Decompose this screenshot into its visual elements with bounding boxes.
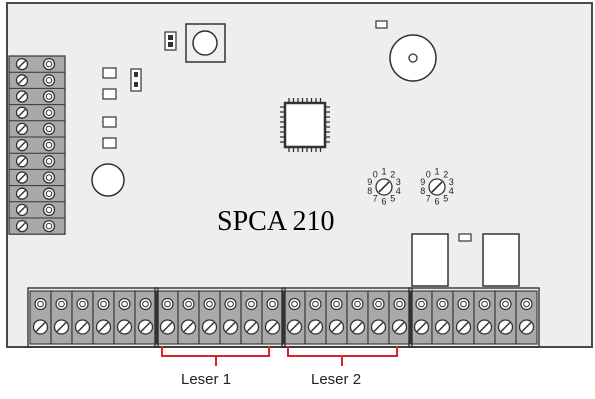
bottom-terminal (410, 290, 433, 345)
led-top (375, 20, 388, 29)
terminal-screw-pair (9, 55, 65, 71)
leser-2-bracket (287, 346, 398, 366)
dial-digit: 9 (420, 177, 425, 187)
terminal-screw-pair (9, 185, 65, 200)
bottom-terminal (452, 290, 475, 345)
bottom-terminal (134, 290, 157, 345)
bottom-terminal (113, 290, 136, 345)
terminal-screw-pair (9, 152, 65, 168)
dial-digit: 4 (449, 186, 454, 196)
bottom-terminal (219, 290, 242, 345)
leser-1-label: Leser 1 (181, 371, 232, 388)
bottom-terminal (388, 290, 411, 345)
bottom-terminal (156, 290, 179, 345)
bottom-terminal (198, 290, 221, 345)
board-title: SPCA 210 (217, 206, 335, 237)
capacitor-component (91, 163, 125, 197)
left-terminal-strip (8, 55, 66, 235)
terminal-screw-pair (9, 120, 65, 136)
dial-digit: 4 (396, 186, 401, 196)
bottom-terminal (71, 290, 94, 345)
smd-component (102, 88, 117, 100)
bottom-terminal (304, 290, 327, 345)
dial-digit: 8 (367, 186, 372, 196)
terminal-screw-pair (9, 136, 65, 152)
buzzer-component (389, 34, 437, 82)
dial-digit: 0 (373, 169, 378, 179)
push-button-component (185, 23, 226, 63)
dial-digit: 6 (381, 196, 386, 206)
bottom-terminal (92, 290, 115, 345)
bottom-terminal (283, 290, 306, 345)
terminal-screw-pair (9, 201, 65, 217)
bottom-terminal (261, 290, 284, 345)
dial-digit: 1 (381, 166, 386, 176)
dial-digit: 3 (396, 177, 401, 187)
bottom-terminal (346, 290, 369, 345)
smd-component (102, 67, 117, 79)
terminal-screw-pair (9, 71, 65, 87)
relay-component (411, 233, 449, 287)
bottom-terminal (325, 290, 348, 345)
dial-digit: 8 (420, 186, 425, 196)
dial-digit: 1 (434, 166, 439, 176)
dial-digit: 7 (426, 193, 431, 203)
dial-digit: 3 (449, 177, 454, 187)
ic-chip (280, 98, 330, 152)
terminal-screw-pair (9, 217, 65, 233)
bottom-terminal (29, 290, 52, 345)
terminal-screw-pair (9, 87, 65, 103)
bottom-terminal (240, 290, 263, 345)
led-relay (458, 233, 472, 242)
dial-digit: 9 (367, 177, 372, 187)
dial-digit: 2 (443, 169, 448, 179)
terminal-screw-pair (9, 168, 65, 184)
leser-2-label: Leser 2 (311, 371, 362, 388)
bottom-terminal (494, 290, 517, 345)
bottom-terminal-strip (27, 287, 540, 348)
dial-digit: 5 (390, 193, 395, 203)
bottom-terminal (177, 290, 200, 345)
bottom-terminal (50, 290, 73, 345)
dial-digit: 7 (373, 193, 378, 203)
terminal-screw-pair (9, 104, 65, 119)
dial-digit: 6 (434, 196, 439, 206)
dial-digit: 0 (426, 169, 431, 179)
dial-digit: 2 (390, 169, 395, 179)
relay-component (482, 233, 520, 287)
jumper-top (164, 31, 177, 51)
bottom-terminal (431, 290, 454, 345)
dial-digit: 5 (443, 193, 448, 203)
jumper-left (130, 68, 142, 92)
bottom-terminal (367, 290, 390, 345)
bottom-terminal (515, 290, 538, 345)
smd-component (102, 116, 117, 128)
bottom-terminal (473, 290, 496, 345)
smd-component (102, 137, 117, 149)
leser-1-bracket (161, 346, 270, 366)
